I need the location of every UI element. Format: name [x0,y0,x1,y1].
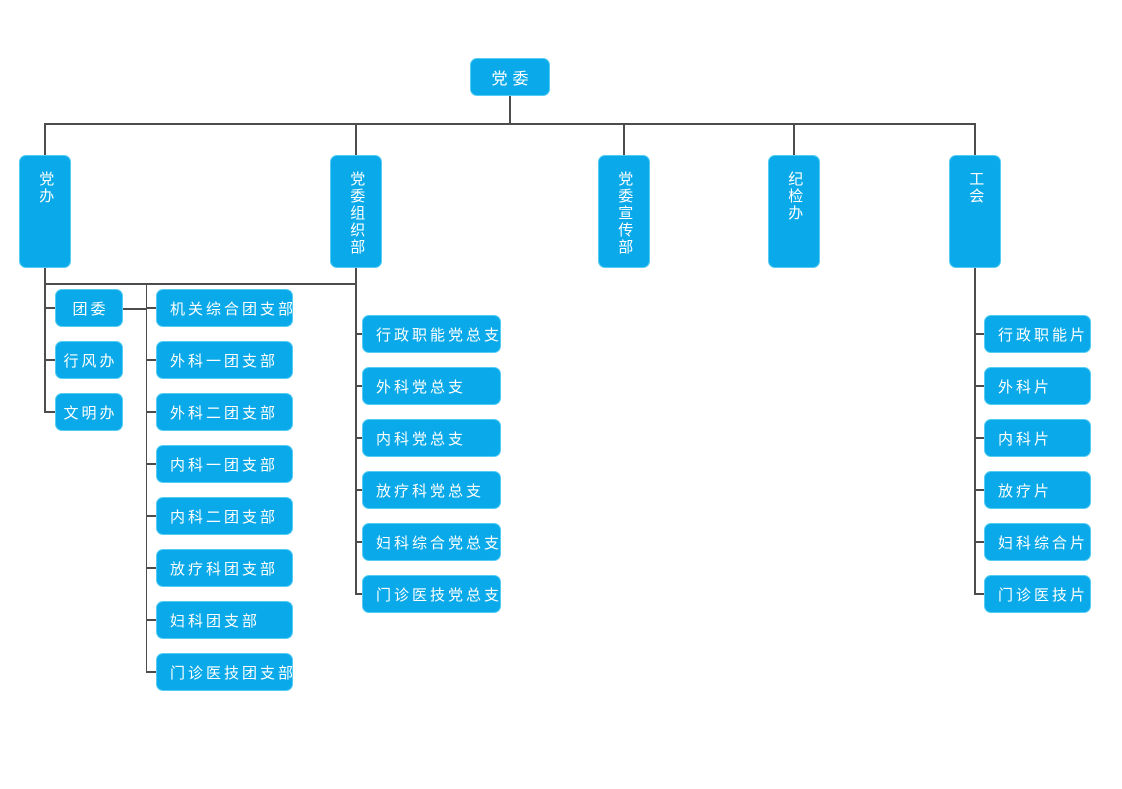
node-label: 工会 [967,171,985,205]
node-league-branch: 门诊医技团支部 [156,653,293,691]
connector-line [145,671,156,673]
connector-line [974,593,984,595]
connector-line [44,307,55,309]
node-union-section: 门诊医技片 [984,575,1091,613]
node-union-section: 行政职能片 [984,315,1091,353]
node-label: 党委宣传部 [616,171,634,256]
connector-line [355,333,362,335]
node-league-branch: 机关综合团支部 [156,289,293,327]
node-league-branch: 外科一团支部 [156,341,293,379]
connector-line [355,593,362,595]
node-work-style-office: 行风办 [55,341,123,379]
connector-line [145,307,156,309]
node-party-office: 党办 [19,155,71,268]
connector-line [355,123,357,155]
connector-line [145,411,156,413]
node-label: 纪检办 [786,171,804,222]
connector-line [145,515,156,517]
node-label: 党委组织部 [348,171,366,256]
connector-line [974,123,976,155]
node-union-section: 内科片 [984,419,1091,457]
connector-line [145,283,147,673]
connector-line [44,268,46,412]
connector-line [974,385,984,387]
node-league-branch: 妇科团支部 [156,601,293,639]
node-civilization-office: 文明办 [55,393,123,431]
node-discipline-inspection-office: 纪检办 [768,155,820,268]
connector-line [145,359,156,361]
node-league-branch: 内科一团支部 [156,445,293,483]
node-labor-union: 工会 [949,155,1001,268]
node-party-general-branch: 内科党总支 [362,419,501,457]
node-party-general-branch: 行政职能党总支 [362,315,501,353]
node-party-general-branch: 外科党总支 [362,367,501,405]
node-youth-league-committee: 团委 [55,289,123,327]
node-union-section: 妇科综合片 [984,523,1091,561]
node-party-general-branch: 门诊医技党总支 [362,575,501,613]
connector-line [355,489,362,491]
connector-line [44,123,976,125]
node-union-section: 外科片 [984,367,1091,405]
node-label: 党办 [37,171,55,205]
connector-line [974,333,984,335]
connector-line [145,567,156,569]
node-league-branch: 放疗科团支部 [156,549,293,587]
connector-line [44,123,46,155]
connector-line [974,268,976,594]
connector-line [974,489,984,491]
node-organization-dept: 党委组织部 [330,155,382,268]
node-party-committee: 党委 [470,58,550,96]
node-party-general-branch: 放疗科党总支 [362,471,501,509]
connector-line [974,437,984,439]
connector-line [145,463,156,465]
node-league-branch: 内科二团支部 [156,497,293,535]
connector-line [623,123,625,155]
connector-line [44,359,55,361]
connector-line [355,437,362,439]
connector-line [44,283,356,285]
node-publicity-dept: 党委宣传部 [598,155,650,268]
node-union-section: 放疗片 [984,471,1091,509]
node-league-branch: 外科二团支部 [156,393,293,431]
connector-line [974,541,984,543]
connector-line [355,385,362,387]
node-party-general-branch: 妇科综合党总支 [362,523,501,561]
connector-line [123,308,146,310]
connector-line [145,619,156,621]
connector-line [509,96,511,123]
connector-line [44,411,55,413]
connector-line [793,123,795,155]
connector-line [355,268,357,594]
connector-line [355,541,362,543]
